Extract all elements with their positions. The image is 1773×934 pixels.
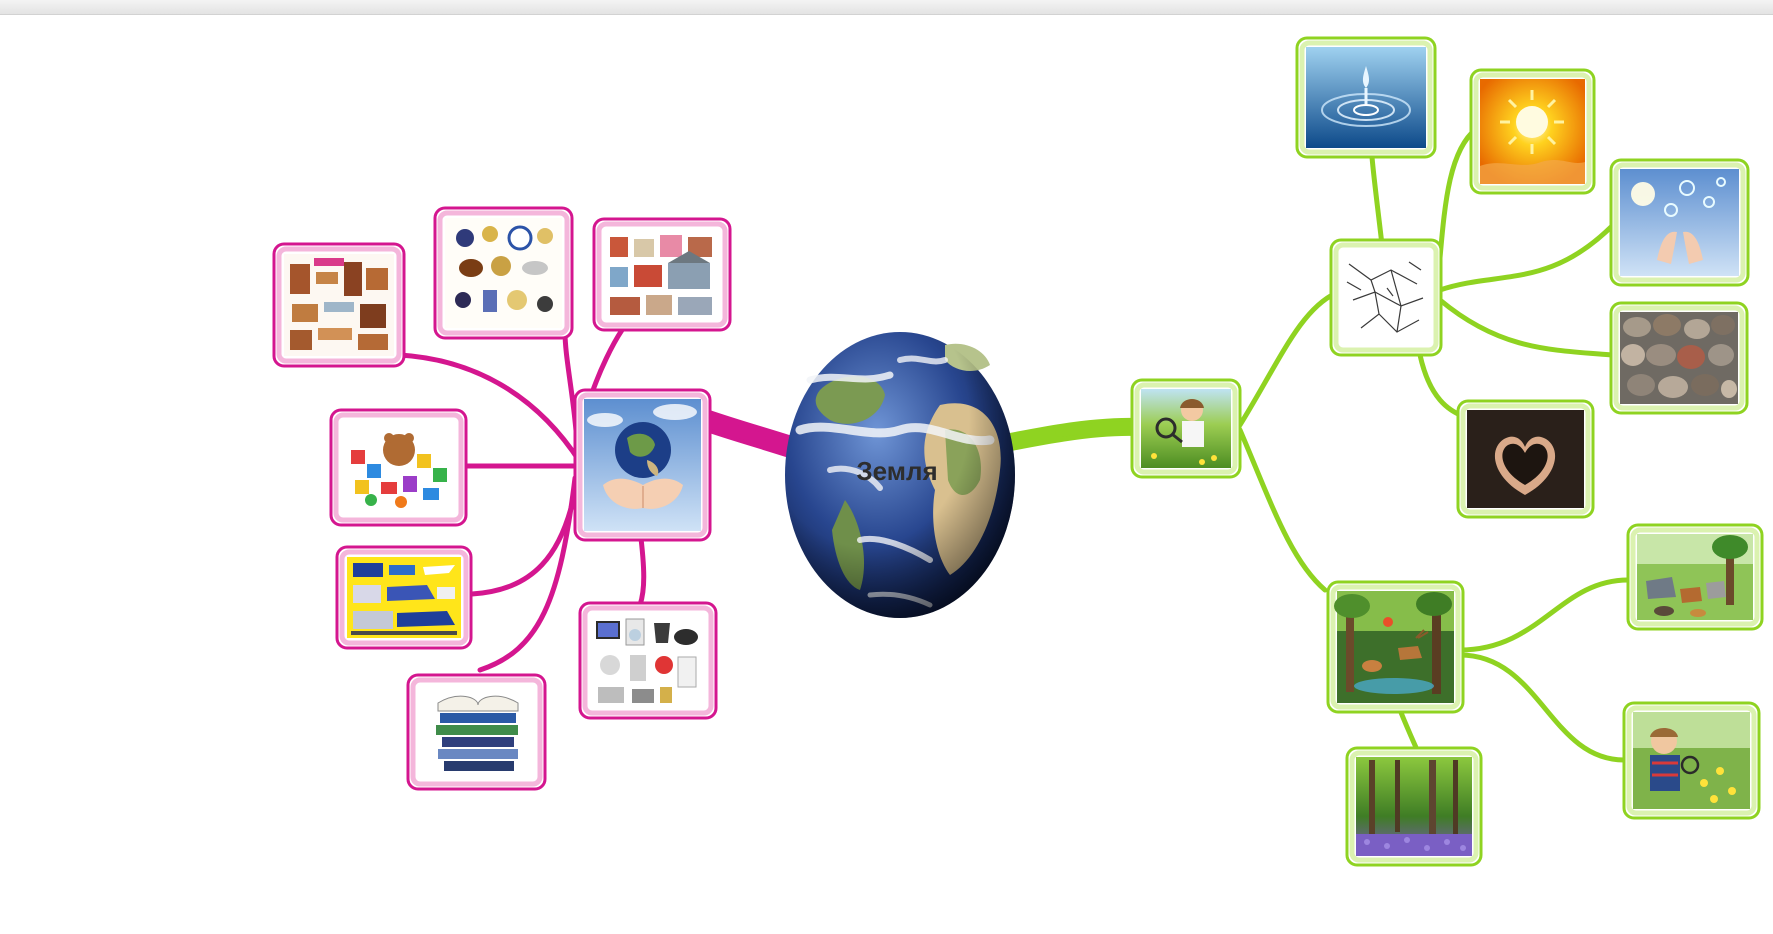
left-hub-node[interactable] xyxy=(573,388,712,542)
tableware-icon xyxy=(445,218,562,328)
boy-in-meadow-icon xyxy=(1633,712,1750,809)
wild-animals-icon xyxy=(1637,534,1753,620)
household-appliances-icon xyxy=(590,613,706,708)
forest-subhub-node[interactable] xyxy=(1326,580,1465,714)
bluebell-forest-icon xyxy=(1356,757,1472,856)
pebbles-icon xyxy=(1620,312,1738,404)
houses-icon xyxy=(604,229,720,320)
cracked-sketch-icon xyxy=(1340,249,1432,346)
sun-node[interactable] xyxy=(1469,68,1596,195)
connector-sketch-to-soil xyxy=(1417,352,1463,418)
child-with-magnifier-icon xyxy=(1141,389,1231,468)
center-label: Земля xyxy=(856,456,937,486)
transport-icon xyxy=(347,557,461,638)
air-node[interactable] xyxy=(1609,158,1750,287)
animals-node[interactable] xyxy=(1626,523,1764,631)
connector-right-hub-to-forest xyxy=(1237,427,1328,593)
furniture-node[interactable] xyxy=(272,242,406,368)
books-icon xyxy=(418,685,535,779)
sun-icon xyxy=(1480,79,1585,184)
center-earth-node[interactable]: Земля xyxy=(785,332,1015,618)
toys-node[interactable] xyxy=(329,408,468,527)
books-node[interactable] xyxy=(406,673,547,791)
connector-forest-to-boy xyxy=(1457,652,1627,763)
connector-sketch-to-water xyxy=(1369,154,1385,248)
bluebell-forest-node[interactable] xyxy=(1345,746,1483,867)
connector-forest-to-bluebell xyxy=(1397,707,1421,755)
boy-meadow-node[interactable] xyxy=(1622,701,1761,820)
appliances-node[interactable] xyxy=(578,601,718,720)
connector-houses xyxy=(589,327,625,396)
transport-node[interactable] xyxy=(335,545,473,650)
pebbles-node[interactable] xyxy=(1609,301,1749,415)
houses-node[interactable] xyxy=(592,217,732,332)
connector-right-hub-to-sketch xyxy=(1237,290,1339,428)
sketch-subhub-node[interactable] xyxy=(1329,238,1443,357)
right-hub-node[interactable] xyxy=(1130,378,1242,479)
connector-sketch-to-pebbles xyxy=(1437,297,1615,358)
toys-icon xyxy=(341,420,456,515)
connector-sketch-to-air xyxy=(1437,219,1619,293)
top-toolbar-strip xyxy=(0,0,1773,15)
connector-transport xyxy=(469,472,581,597)
connector-sketch-to-sun xyxy=(1437,126,1479,261)
soil-node[interactable] xyxy=(1456,399,1595,519)
forest-animals-icon xyxy=(1334,591,1454,703)
tableware-node[interactable] xyxy=(433,206,574,340)
water-node[interactable] xyxy=(1295,36,1437,159)
connector-books xyxy=(477,475,578,673)
connector-furniture xyxy=(397,352,583,465)
furniture-icon xyxy=(284,254,394,356)
water-drop-icon xyxy=(1306,47,1426,148)
soil-heart-icon xyxy=(1467,410,1584,508)
connector-forest-to-animals xyxy=(1457,577,1631,653)
air-bubbles-hands-icon xyxy=(1620,169,1739,276)
earth-in-hands-icon xyxy=(584,399,701,531)
